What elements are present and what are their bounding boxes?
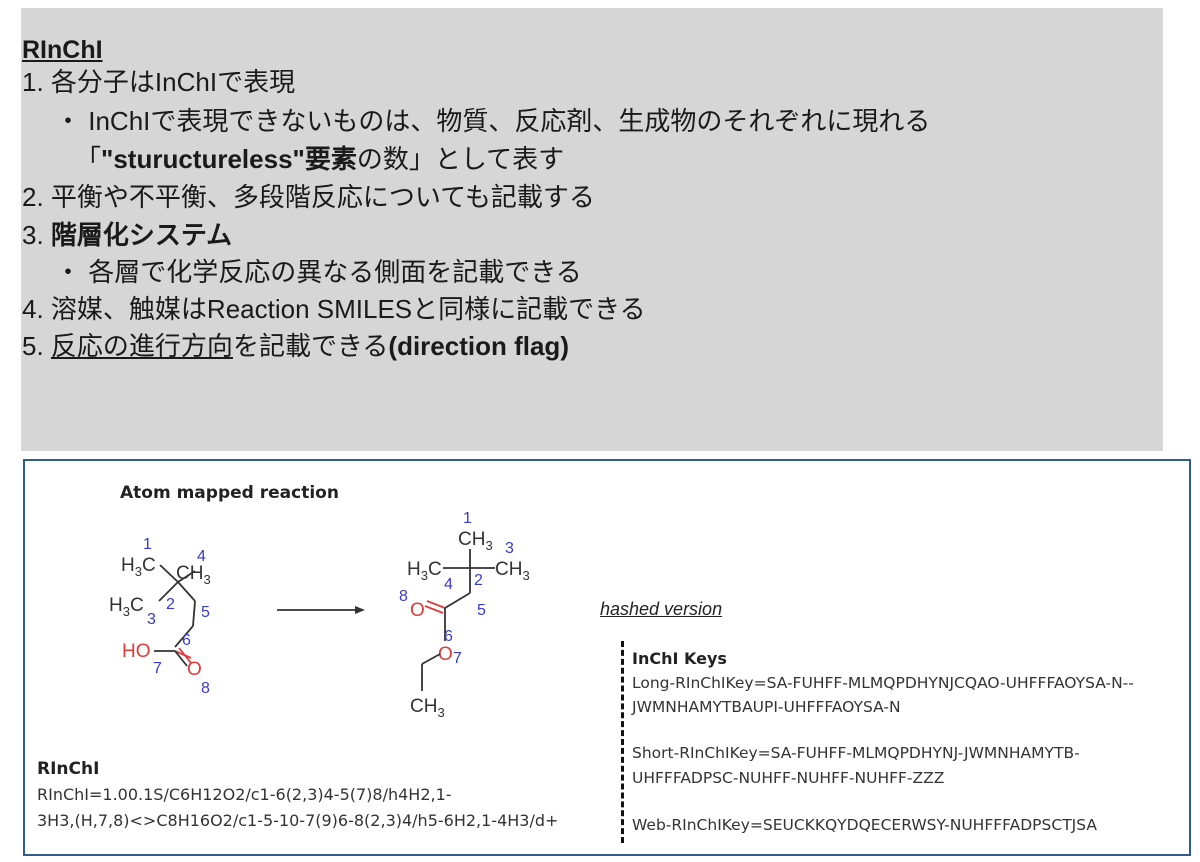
rinchi-line-1: RInChI=1.00.1S/C6H12O2/c1-6(2,3)4-5(7)8/… [37,785,452,804]
svg-text:7: 7 [153,660,162,677]
atom-mapped-title: Atom mapped reaction [120,483,339,503]
svg-text:H3C: H3C [407,559,442,583]
svg-text:1: 1 [463,510,472,527]
svg-text:CH3: CH3 [176,563,211,587]
item-2: 2. 平衡や不平衡、多段階反応についても記載する [22,181,595,213]
reaction-diagram: H3C CH3 H3C HO O 1 4 2 3 5 6 7 8 [109,510,530,720]
item-number: 2. [22,182,44,212]
bullet: ・ [55,106,82,136]
inchi-keys-label: InChI Keys [632,649,727,668]
svg-text:O: O [410,600,425,621]
item-5: 5. 反応の進行方向を記載できる(direction flag) [22,330,569,362]
svg-text:H3C: H3C [121,555,156,579]
reactant-molecule: H3C CH3 H3C HO O 1 4 2 3 5 6 7 8 [109,536,211,697]
item-text: 各層で化学反応の異なる側面を記載できる [88,257,582,287]
product-molecule: CH3 H3C CH3 O O CH3 1 2 3 4 5 6 7 8 [399,510,530,720]
svg-text:3: 3 [147,611,156,628]
item-number: 1. [22,67,44,97]
item-text: 階層化システム [50,220,233,250]
summary-box [21,8,1163,451]
svg-text:H3C: H3C [109,595,144,619]
item-number: 5. [22,331,44,361]
bullet: ・ [55,257,82,287]
svg-text:6: 6 [182,632,191,649]
rinchi-figure-panel: Atom mapped reaction H3C CH3 H3C HO O 1 … [23,459,1191,856]
rinchi-line-2: 3H3,(H,7,8)<>C8H16O2/c1-5-10-7(9)6-8(2,3… [37,811,559,830]
svg-text:1: 1 [143,536,152,553]
rinchi-label: RInChI [37,759,100,779]
hashed-version-label: hashed version [600,599,723,619]
structureless-emphasis: "stuructureless"要素 [101,144,357,174]
svg-text:2: 2 [474,572,483,589]
dashed-divider [621,641,624,843]
bracket: 「 [75,144,102,174]
summary-title: RInChI [22,36,103,64]
item-number: 3. [22,220,44,250]
svg-text:2: 2 [166,596,175,613]
short-key-line-1: Short-RInChIKey=SA-FUHFF-MLMQPDHYNJ-JWMN… [632,744,1080,762]
item-3: 3. 階層化システム [22,219,232,251]
svg-text:5: 5 [477,602,486,619]
svg-text:5: 5 [201,604,210,621]
svg-text:O: O [187,659,202,680]
web-key: Web-RInChIKey=SEUCKKQYDQECERWSY-NUHFFFAD… [632,816,1097,834]
svg-text:8: 8 [399,588,408,605]
svg-text:6: 6 [444,628,453,645]
svg-text:HO: HO [122,641,151,662]
svg-text:7: 7 [453,650,462,667]
item-text: 各分子はInChIで表現 [50,67,296,97]
svg-text:3: 3 [505,540,514,557]
direction-flag: (direction flag) [388,331,569,361]
item-1-sub: ・ InChIで表現できないものは、物質、反応剤、生成物のそれぞれに現れる [55,105,930,137]
short-key-line-2: UHFFFADPSC-NUHFF-NUHFF-NUHFF-ZZZ [632,769,945,787]
item-text: 平衡や不平衡、多段階反応についても記載する [50,182,595,212]
reaction-arrow [277,606,365,614]
long-key-line-1: Long-RInChIKey=SA-FUHFF-MLMQPDHYNJCQAO-U… [632,674,1134,692]
direction-underlined: 反応の進行方向 [50,331,233,361]
item-number: 4. [22,294,44,324]
svg-text:O: O [438,644,453,665]
item-1: 1. 各分子はInChIで表現 [22,66,295,98]
svg-text:CH3: CH3 [458,529,493,553]
svg-text:4: 4 [444,576,453,593]
svg-text:CH3: CH3 [495,559,530,583]
item-text: 溶媒、触媒はReaction SMILESと同様に記載できる [50,294,646,324]
item-text: の数」として表す [356,144,565,174]
item-1-sub-cont: 「"stuructureless"要素の数」として表す [75,143,564,175]
svg-text:CH3: CH3 [410,696,445,720]
svg-text:4: 4 [197,548,206,565]
item-text: を記載できる [232,331,389,361]
long-key-line-2: JWMNHAMYTBAUPI-UHFFFAOYSA-N [632,698,901,716]
item-text: InChIで表現できないものは、物質、反応剤、生成物のそれぞれに現れる [88,106,931,136]
item-4: 4. 溶媒、触媒はReaction SMILESと同様に記載できる [22,293,646,325]
item-3-sub: ・ 各層で化学反応の異なる側面を記載できる [55,256,582,288]
svg-text:8: 8 [201,680,210,697]
